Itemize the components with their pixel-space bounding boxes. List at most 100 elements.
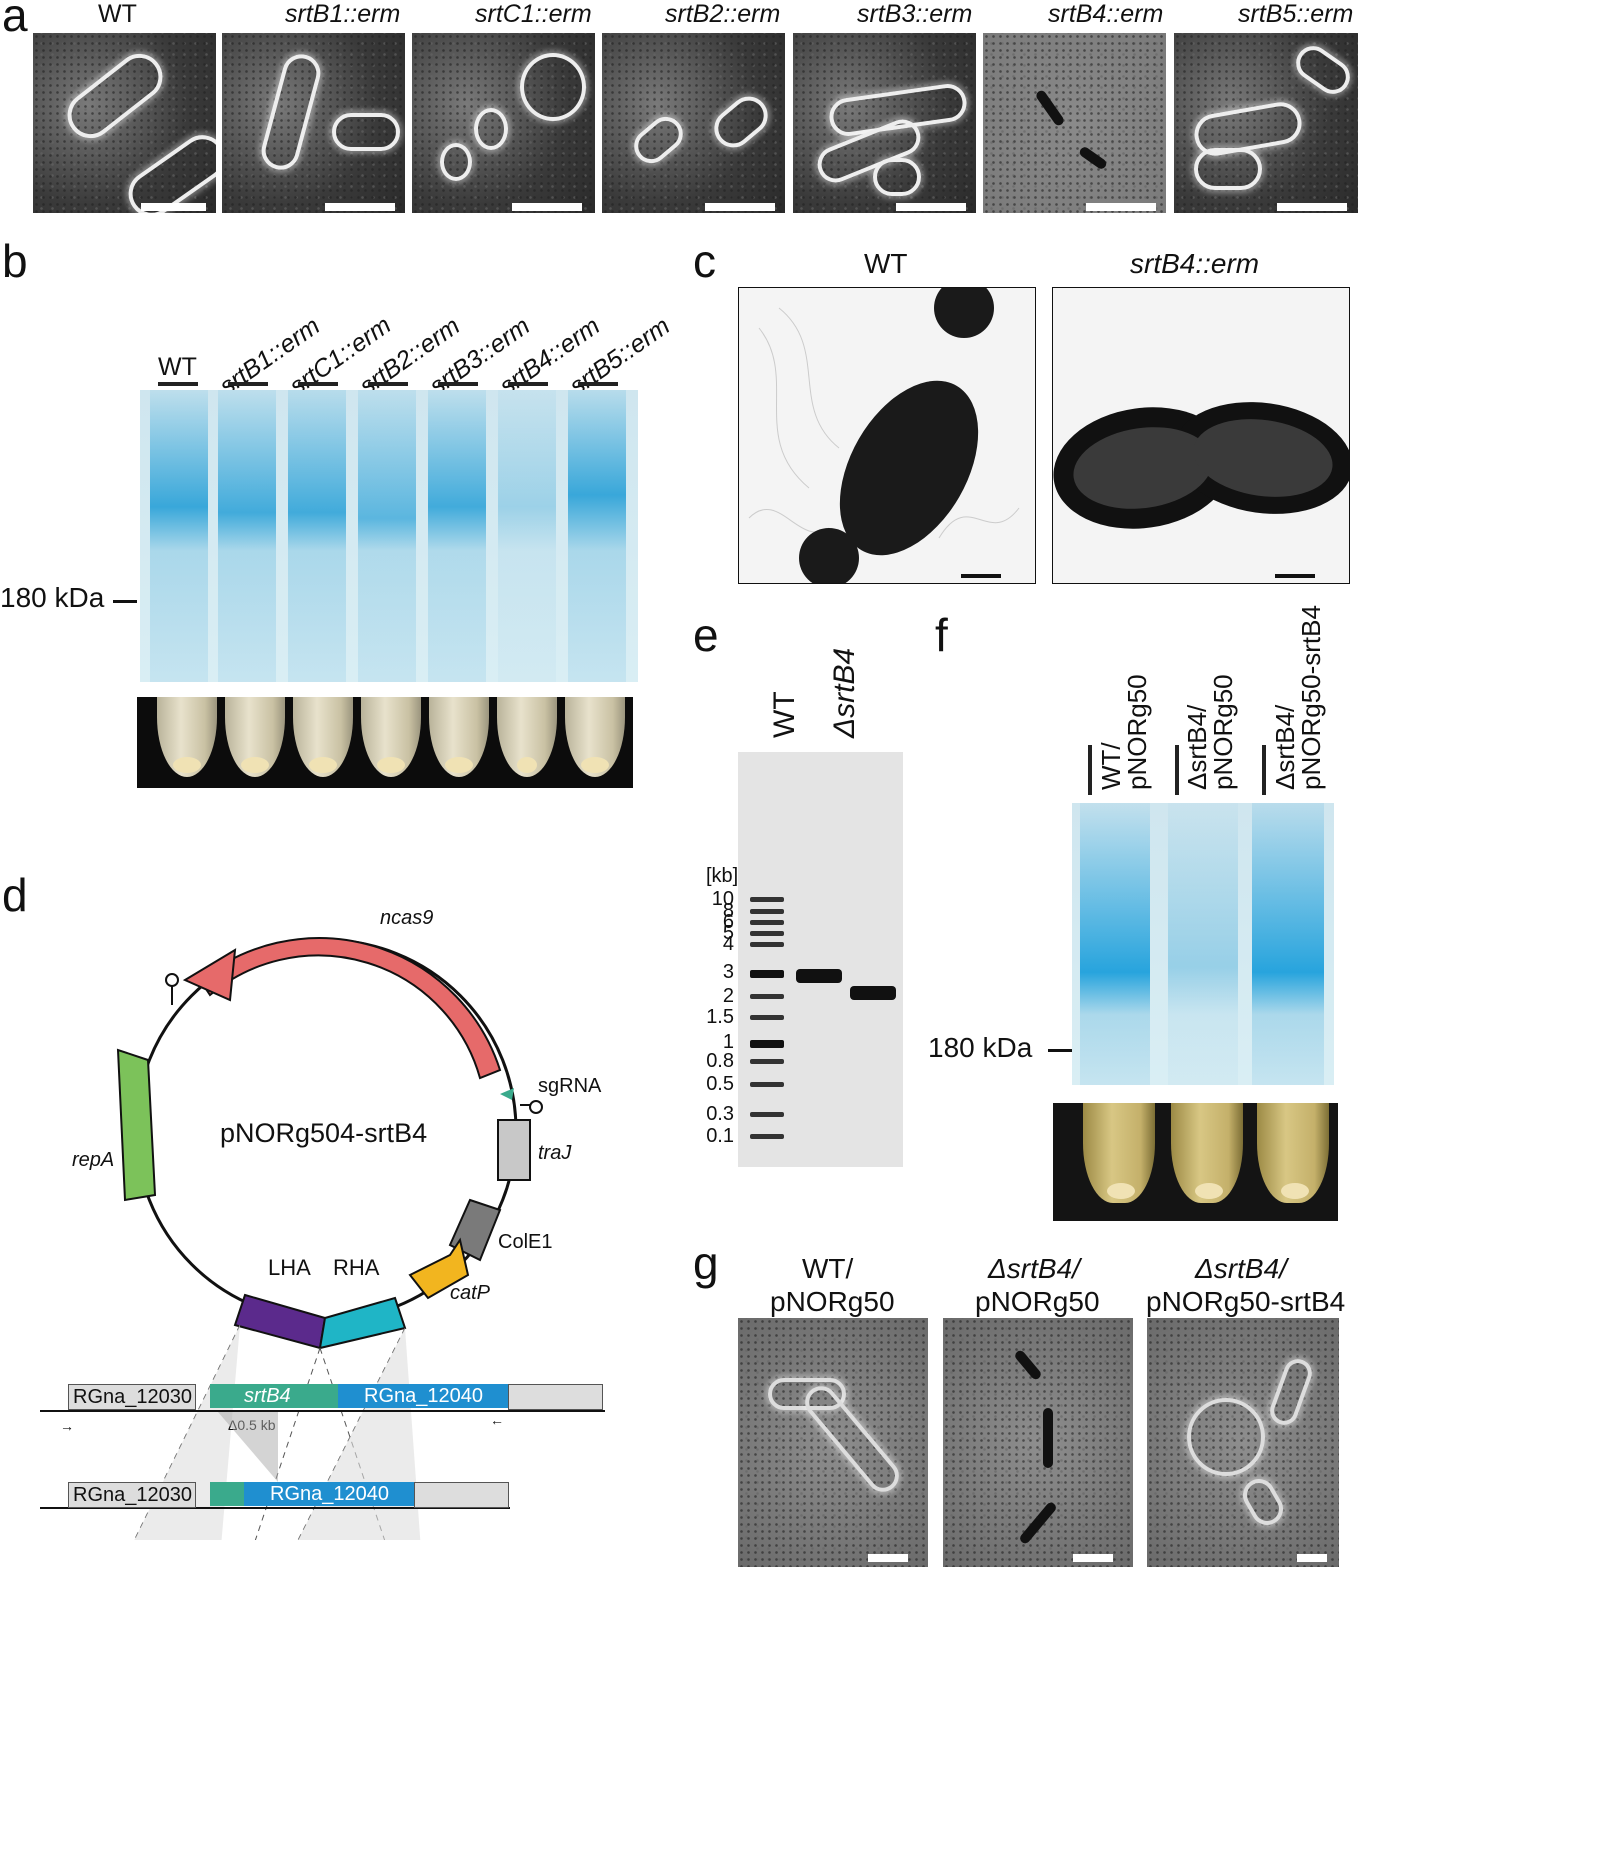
ladder-band: [750, 1059, 784, 1064]
gene-rgna12030-label: RGna_12030: [73, 1386, 192, 1408]
ladder-label: 1.5: [706, 1006, 734, 1028]
panel-f-lane3-line1: ΔsrtB4/: [1270, 704, 1300, 790]
panel-c-letter: c: [693, 235, 716, 287]
ladder-label: 8: [722, 900, 734, 922]
label-catp: catP: [450, 1282, 491, 1304]
locus-line-top: [40, 1410, 605, 1412]
primer-arrow-icon: →: [60, 1418, 74, 1434]
panel-g-title3-line1: ΔsrtB4/: [1195, 1253, 1287, 1284]
gene-srtb4-label: srtB4: [244, 1385, 291, 1407]
em-cells-srtb4: [1053, 402, 1349, 578]
marker-tick: [1048, 1049, 1072, 1052]
ladder-label: 1: [722, 1031, 734, 1053]
micrograph-srtb2: [602, 33, 785, 213]
gene-rgna12030-bottom: RGna_12030: [68, 1482, 196, 1508]
gene-rgna12040-bottom: RGna_12040: [244, 1482, 414, 1506]
panel-a-label-srtb4: srtB4::erm: [1048, 0, 1164, 28]
label-rha: RHA: [333, 1255, 380, 1280]
micrograph-srtb5: [1174, 33, 1358, 213]
gene-rgna12040-top: RGna_12040: [338, 1384, 508, 1408]
ladder-label: 4: [722, 933, 734, 955]
panel-g-title3-line2: pNORg50-srtB4: [1146, 1286, 1346, 1317]
micrograph-srtb4: [983, 33, 1166, 213]
protein-gel-b: [140, 390, 638, 682]
RHA-block: [318, 1296, 407, 1350]
micrograph-g-wt: [738, 1318, 928, 1567]
ladder-band: [750, 1040, 784, 1048]
panel-f-marker-label: 180 kDa: [928, 1032, 1033, 1063]
ladder-label: 10: [711, 888, 734, 910]
em-cells-wt: [748, 288, 1020, 583]
band-deletion: [850, 986, 896, 1000]
micrograph-g-delta: [943, 1318, 1133, 1567]
ladder-band: [750, 897, 784, 902]
label-repa: repA: [72, 1149, 115, 1171]
plasmid-map: [116, 937, 543, 1540]
ladder-band: [750, 1015, 784, 1020]
band-wt: [796, 969, 842, 983]
ladder-label: 0.5: [706, 1073, 734, 1095]
ladder-label: 5: [722, 922, 734, 944]
gene-flank-top: [508, 1384, 603, 1410]
lane-bar: [298, 382, 338, 386]
gene-rgna12040-label: RGna_12040: [364, 1385, 483, 1407]
label-lha: LHA: [268, 1255, 311, 1280]
lane-bar: [1088, 745, 1092, 795]
panel-e-unit: [kb]: [706, 865, 739, 887]
panel-g-title2-line2: pNORg50: [975, 1286, 1100, 1317]
ladder-band: [750, 909, 784, 914]
label-sgrna: sgRNA: [538, 1075, 602, 1097]
micrograph-srtc1: [412, 33, 595, 213]
panel-a-label-srtc1: srtC1::erm: [475, 0, 592, 28]
ladder-band: [750, 942, 784, 947]
ladder-band: [750, 1112, 784, 1117]
lane-bar: [1262, 745, 1266, 795]
repA-block: [116, 1048, 157, 1202]
panel-f-lane3-line2: pNORg50-srtB4: [1296, 605, 1326, 790]
tube-photo-b: [137, 697, 633, 788]
deletion-wedge: [218, 1412, 278, 1482]
micrograph-wt: [33, 33, 216, 213]
ladder-label: 3: [722, 961, 734, 983]
ladder-label: 2: [722, 985, 734, 1007]
LHA-block: [233, 1293, 327, 1350]
panel-f-lane2-line1: ΔsrtB4/: [1182, 704, 1212, 790]
primer-arrow-icon: ←: [490, 1412, 504, 1428]
ladder-label: 0.8: [706, 1050, 734, 1072]
panel-g-letter: g: [693, 1237, 719, 1289]
gene-flank-bottom: [414, 1482, 509, 1508]
gene-srtb4-remnant: [210, 1482, 244, 1506]
ladder-band: [750, 1134, 784, 1139]
lane-bar: [228, 382, 268, 386]
panel-b-letter: b: [2, 235, 28, 287]
em-image-srtb4: [1052, 287, 1350, 584]
label-traj: traJ: [538, 1142, 572, 1164]
panel-b-marker-label: 180 kDa: [0, 582, 105, 613]
ncas9-arc: [198, 937, 502, 1080]
ladder-band: [750, 1082, 784, 1087]
panel-c-title-wt: WT: [864, 248, 908, 279]
gene-rgna12040-bottom-label: RGna_12040: [270, 1483, 389, 1505]
traJ-block: [497, 1119, 531, 1181]
ladder-band: [750, 994, 784, 999]
panel-f-lane2-line2: pNORg50: [1208, 674, 1238, 790]
gene-rgna12030-top: RGna_12030: [68, 1384, 196, 1410]
panel-a-label-srtb1: srtB1::erm: [285, 0, 401, 28]
lane-bar: [578, 382, 618, 386]
panel-e-letter: e: [693, 609, 719, 661]
label-cole1: ColE1: [498, 1231, 553, 1253]
panel-f-letter: f: [935, 609, 948, 661]
panel-a-label-wt: WT: [98, 0, 137, 28]
panel-f-lane1-line1: WT/: [1096, 742, 1126, 790]
panel-f-lane1-line2: pNORg50: [1122, 674, 1152, 790]
plasmid-name: pNORg504-srtB4: [220, 1118, 428, 1148]
panel-c-title-srtb4: srtB4::erm: [1130, 248, 1260, 279]
ColE1-block: [448, 1198, 502, 1262]
locus-line-bottom: [40, 1507, 510, 1509]
gene-srtb4: srtB4: [210, 1384, 338, 1408]
ladder-label: 6: [722, 911, 734, 933]
marker-tick: [113, 600, 137, 603]
panel-a-label-srtb2: srtB2::erm: [665, 0, 781, 28]
micrograph-srtb1: [222, 33, 405, 213]
panel-a-label-srtb3: srtB3::erm: [857, 0, 973, 28]
